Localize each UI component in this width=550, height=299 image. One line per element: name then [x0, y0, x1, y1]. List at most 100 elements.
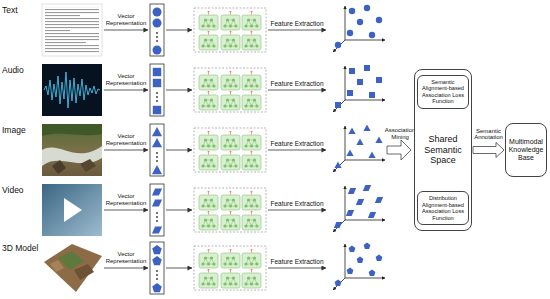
- feature-space: [369, 32, 375, 38]
- video-thumbnail: [42, 184, 102, 236]
- feature-space: [356, 138, 363, 145]
- vector-column: [152, 188, 162, 195]
- feature-space: [347, 90, 353, 96]
- stage-label: Association Mining: [384, 127, 416, 141]
- feature-space: [368, 212, 376, 218]
- flow-arrow: [104, 90, 148, 91]
- feature-space: [363, 124, 370, 131]
- network-box: [194, 8, 266, 52]
- feature-space: [335, 102, 341, 108]
- flow-arrow: [104, 268, 148, 269]
- feature-space: [364, 242, 371, 249]
- feature-space: [375, 197, 383, 203]
- feature-space: [335, 42, 341, 48]
- vector-column: [150, 124, 164, 176]
- feature-space: [333, 126, 385, 172]
- flow-arrow: [104, 210, 148, 211]
- stage-label: Feature Extraction: [268, 140, 326, 147]
- vector-column: [150, 242, 164, 294]
- node-text: Semantic Alignment-based Association Los…: [420, 79, 466, 105]
- vector-column: [150, 4, 164, 56]
- text-thumbnail: [45, 7, 99, 53]
- text-thumbnail: [80, 15, 99, 17]
- loss-box: Distribution Alignment-based Association…: [417, 191, 469, 225]
- stage-label: Vector Representation: [103, 133, 149, 147]
- image-thumbnail: [80, 159, 96, 172]
- vector-column: [153, 68, 161, 76]
- space-box: Shared Semantic Space Semantic Alignment-…: [414, 69, 472, 231]
- vector-column: [152, 199, 162, 206]
- stage-label: Vector Representation: [103, 13, 149, 27]
- feature-space: [347, 267, 354, 274]
- flow-arrow: [104, 30, 326, 268]
- vector-column: [153, 8, 162, 17]
- stage-label: Video: [2, 186, 42, 196]
- feature-space: [333, 186, 385, 232]
- vector-column: [153, 46, 162, 55]
- node-text: Shared Semantic Space: [417, 134, 469, 165]
- feature-space: [346, 210, 354, 216]
- feature-space: [357, 256, 364, 263]
- network-box: [194, 8, 266, 290]
- stage-label: Feature Extraction: [268, 80, 326, 87]
- feature-space: [363, 185, 371, 191]
- text-thumbnail: [42, 4, 102, 56]
- audio-thumbnail: [42, 64, 102, 116]
- feature-space: [333, 244, 385, 290]
- text-thumbnail: [42, 4, 102, 56]
- feature-space: [369, 92, 375, 98]
- flow-arrow: [104, 30, 148, 31]
- text-thumbnail: [86, 42, 99, 44]
- stage-label: Feature Extraction: [268, 258, 326, 265]
- feature-space: [376, 17, 382, 23]
- image-thumbnail: [42, 124, 102, 176]
- vector-column: [152, 127, 162, 136]
- edge-label: Semantic Annotation: [474, 128, 503, 141]
- vector-column: [152, 245, 162, 254]
- stage-label: Audio: [2, 66, 42, 76]
- stage-label: Image: [2, 126, 42, 136]
- feature-space: [333, 5, 385, 290]
- feature-space: [334, 222, 342, 228]
- stage-label: Text: [2, 6, 42, 16]
- network-box: [194, 128, 266, 172]
- network-box: [194, 68, 266, 112]
- flow-arrow: [268, 30, 326, 31]
- stage-label: 3D Model: [2, 244, 42, 254]
- flow-arrow: [166, 210, 192, 211]
- feature-space: [376, 254, 383, 261]
- audio-thumbnail: [44, 72, 100, 108]
- feature-space: [356, 199, 364, 205]
- node-text: Multimodal Knowledge Base: [508, 138, 544, 162]
- vector-column: [150, 64, 164, 116]
- feature-space: [364, 5, 370, 11]
- feature-space: [375, 136, 382, 143]
- image-thumbnail: [42, 124, 102, 136]
- knowledge-box: Multimodal Knowledge Base: [505, 123, 547, 177]
- feature-space: [348, 127, 355, 134]
- 3d-model-thumbnail: [74, 264, 94, 280]
- video-thumbnail: [64, 198, 82, 222]
- vector-column: [152, 165, 162, 174]
- network-box: [194, 188, 266, 232]
- feature-space: [369, 269, 376, 276]
- vector-column: [150, 4, 164, 294]
- image-thumbnail: [42, 124, 102, 176]
- 3d-model-thumbnail: [44, 244, 102, 292]
- flow-arrow: [268, 150, 326, 151]
- stage-label: Feature Extraction: [268, 200, 326, 207]
- stage-label: Feature Extraction: [268, 20, 326, 27]
- stage-label: Vector Representation: [103, 73, 149, 87]
- text-thumbnail: [70, 30, 99, 32]
- feature-space: [364, 65, 370, 71]
- feature-space: [333, 66, 385, 112]
- stage-label: Vector Representation: [103, 251, 149, 265]
- flow-arrow: [166, 150, 192, 151]
- feature-space: [349, 8, 355, 14]
- node-text: Distribution Alignment-based Association…: [420, 195, 466, 221]
- vector-column: [152, 138, 162, 147]
- audio-thumbnail: [42, 64, 102, 116]
- vector-column: [150, 184, 164, 236]
- vector-column: [153, 79, 161, 87]
